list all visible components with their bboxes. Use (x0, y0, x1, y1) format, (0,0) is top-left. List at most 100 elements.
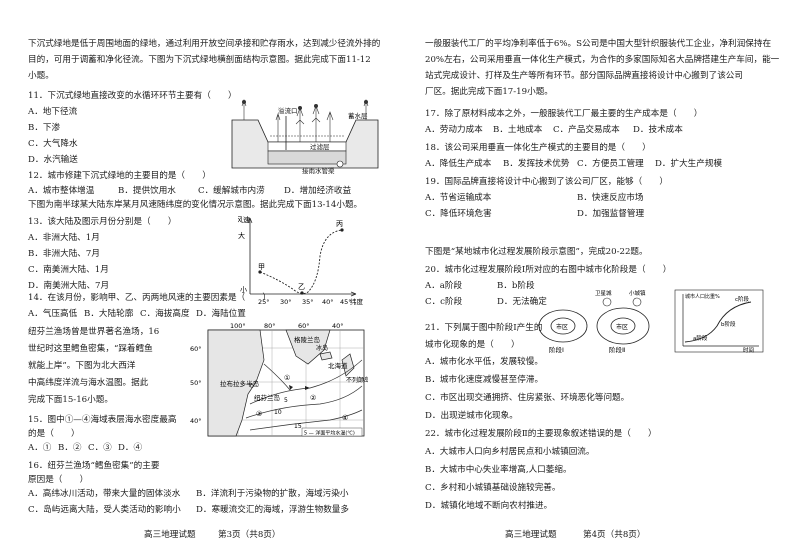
footer-title-left: 高三地理试题 (144, 530, 196, 540)
q17-option-a[interactable]: A．劳动力成本 (425, 125, 483, 135)
intro-line-3: 小题。 (28, 71, 54, 81)
curve-b: b阶段 (721, 320, 736, 328)
q18-option-c[interactable]: C．方便员工管理 (577, 159, 644, 169)
q22-option-b[interactable]: B．大城市中心失业率增高,人口萎缩。 (425, 465, 572, 475)
q11-option-a[interactable]: A．地下径流 (28, 107, 78, 117)
q16-option-a[interactable]: A．高纬冰川活动，带来大量的固体淡水 (28, 489, 181, 499)
q13-stem: 13．该大陆及图示月份分别是（ ） (28, 217, 177, 227)
tick-30: 30° (280, 298, 292, 306)
q21-stem-l2: 城市化现象的是（ ） (425, 340, 520, 350)
curve-a: a阶段 (693, 334, 708, 342)
isotherm-15: 15 (294, 423, 302, 430)
point-bing: 丙 (336, 220, 343, 228)
q14-option-c[interactable]: C．海拔高度 (140, 309, 190, 319)
q12-option-d[interactable]: D．增加经济收益 (284, 186, 352, 196)
page-4: 一般服装代工厂的平均净利率低于6%。S公司是中国大型针织服装代工企业，净利润保持… (397, 0, 780, 560)
q16-option-b[interactable]: B．洋流利于污染物的扩散，海域污染小 (196, 489, 349, 499)
q20-option-d[interactable]: D．无法确定 (497, 297, 547, 307)
q17-option-d[interactable]: D．技术成本 (633, 125, 683, 135)
q12-option-a[interactable]: A．城市整体增温 (28, 186, 95, 196)
q13-option-b[interactable]: B．非洲大陆、7月 (28, 249, 100, 259)
isotherm-10: 10 (274, 409, 282, 416)
xlabel: 纬度 (350, 297, 364, 306)
q18-option-a[interactable]: A．降低生产成本 (425, 159, 492, 169)
lon-40: 40° (332, 322, 344, 330)
ylabel-small: 小 (240, 285, 247, 294)
q22-option-d[interactable]: D．城镇化地域不断向农村推进。 (425, 501, 553, 511)
label-drain: 接雨水管渠 (302, 166, 335, 174)
q20-option-b[interactable]: B．b阶段 (497, 281, 535, 291)
q15-option-b[interactable]: B．② (58, 443, 82, 453)
q14-option-a[interactable]: A．气压高低 (28, 309, 78, 319)
q19-option-b[interactable]: B．快速反应市场 (577, 193, 644, 203)
town-label: 小城镇 (629, 289, 646, 297)
footer-page-left: 第3页（共8页） (218, 530, 281, 540)
label-iceland: 冰岛 (316, 344, 328, 352)
sunken-greenland-diagram: 溢流口 蓄水层 过滤层 接雨水管渠 (231, 99, 379, 174)
q22-option-c[interactable]: C．乡村和小城镇基础设施较完善。 (425, 483, 561, 493)
q12-stem: 12．城市修建下沉式绿地的主要目的是（ ） (28, 171, 211, 181)
q16-option-c[interactable]: C．岛屿远离大陆，受人类活动的影响小 (28, 505, 181, 515)
lat-60: 60° (190, 345, 202, 353)
q12-option-c[interactable]: C．缓解城市内涝 (198, 186, 265, 196)
region-4: ④ (342, 414, 348, 422)
intro-line-1: 下沉式绿地是低于周围地面的绿地，通过利用开放空间承接和贮存雨水，达到减少径流外排… (28, 39, 381, 49)
q15-option-a[interactable]: A．① (28, 443, 52, 453)
q11-option-b[interactable]: B．下渗 (28, 123, 61, 133)
q11-option-c[interactable]: C．大气降水 (28, 139, 78, 149)
q17-option-c[interactable]: C．产品交易成本 (553, 125, 620, 135)
desc15-line3: 就能上岸”。下图为北大西洋 (28, 361, 136, 371)
urbanization-stage-diagram: 市区 阶段Ⅰ 市区 卫星城 小城镇 阶段Ⅱ 城市人口比重% 时间 a阶段 b阶段… (538, 289, 764, 354)
q20-option-a[interactable]: A．a阶段 (425, 281, 463, 291)
label-greenland: 格陵兰岛 (294, 335, 320, 344)
ylabel-line2: 大 (238, 231, 245, 240)
desc-13: 下图为南半球某大陆东岸某月风速随纬度的变化情况示意图。据此完成下面13-14小题… (28, 200, 363, 210)
intro-line-2: 目的，可用于调蓄和净化径流。下图为下沉式绿地横剖面结构示意图。据此完成下面11-… (28, 55, 371, 65)
q13-option-c[interactable]: C．南美洲大陆、1月 (28, 265, 109, 275)
wind-latitude-chart: 风速 大 小 纬度 甲 乙 丙 25° 30° 35° 40° 45° (238, 216, 364, 306)
ylabel-line1: 风速 (238, 216, 250, 224)
q21-option-c[interactable]: C．市区出现交通拥挤、住房紧张、环境恶化等问题。 (425, 393, 630, 403)
q22-option-a[interactable]: A．大城市人口向乡村居民点和小城镇回流。 (425, 447, 595, 457)
q19-option-c[interactable]: C．降低环境危害 (425, 209, 492, 219)
q13-option-a[interactable]: A．非洲大陆、1月 (28, 233, 100, 243)
label-labrador: 拉布拉多半岛 (220, 379, 259, 388)
q21-option-a[interactable]: A．城市化水平低，发展较慢。 (425, 357, 543, 367)
point-yi: 乙 (298, 283, 305, 291)
q19-option-a[interactable]: A．节省运输成本 (425, 193, 492, 203)
desc15-line4: 中高纬度洋流与海水温图。据此 (28, 378, 149, 388)
q19-stem: 19．国际品牌直接将设计中心搬到了该公司厂区，能够（ ） (425, 177, 668, 187)
q16-option-d[interactable]: D．寒暖流交汇的海域，浮游生物数量多 (196, 505, 349, 515)
q14-option-b[interactable]: B．大陆轮廓 (84, 309, 134, 319)
curve-xlabel: 时间 (743, 346, 754, 354)
map-legend: 5 — 洋面平均水温(℃) (304, 430, 355, 437)
q21-option-d[interactable]: D．出现逆城市化现象。 (425, 411, 518, 421)
center-2: 市区 (616, 323, 628, 331)
q17-option-b[interactable]: B．土地成本 (493, 125, 543, 135)
isotherm-5: 5 (284, 397, 288, 404)
q15-option-c[interactable]: C．③ (88, 443, 112, 453)
q18-stem: 18．该公司采用垂直一体化生产模式的主要目的是（ ） (425, 143, 651, 153)
tick-45: 45° (340, 298, 352, 306)
north-atlantic-map: 100° 80° 60° 40° 60° 50° 40° 格陵兰岛 拉布拉多半岛… (190, 322, 368, 437)
q18-option-d[interactable]: D．扩大生产规模 (655, 159, 723, 169)
q11-option-d[interactable]: D．水汽输送 (28, 155, 78, 165)
label-newfoundland: 纽芬兰岛 (254, 393, 280, 402)
q18-option-b[interactable]: B．发挥技术优势 (503, 159, 570, 169)
q15-stem-l1: 15．图中①—④海域表层海水密度最高 (28, 415, 177, 425)
q20-option-c[interactable]: C．c阶段 (425, 297, 463, 307)
q15-stem-l2: 的是（ ） (28, 429, 80, 439)
q21-option-b[interactable]: B．城市化速度减慢甚至停滞。 (425, 375, 544, 385)
lat-50: 50° (190, 379, 202, 387)
lat-40: 40° (190, 417, 202, 425)
q14-option-d[interactable]: D．海陆位置 (196, 309, 246, 319)
tick-35: 35° (302, 298, 314, 306)
q21-stem-l1: 21．下列属于图中阶段Ⅰ产生的 (425, 323, 543, 333)
page-3: 下沉式绿地是低于周围地面的绿地，通过利用开放空间承接和贮存雨水，达到减少径流外排… (0, 0, 380, 560)
lon-100: 100° (230, 322, 246, 330)
q19-option-d[interactable]: D．加强监督管理 (577, 209, 645, 219)
q12-option-b[interactable]: B．提供饮用水 (118, 186, 176, 196)
q13-option-d[interactable]: D．南美洲大陆、7月 (28, 281, 110, 291)
q15-option-d[interactable]: D．④ (118, 443, 143, 453)
intro-r-line-2: 20%左右，公司采用垂直一体化生产模式，为合作的多家国际知名大品牌搭建生产车间，… (425, 55, 780, 65)
